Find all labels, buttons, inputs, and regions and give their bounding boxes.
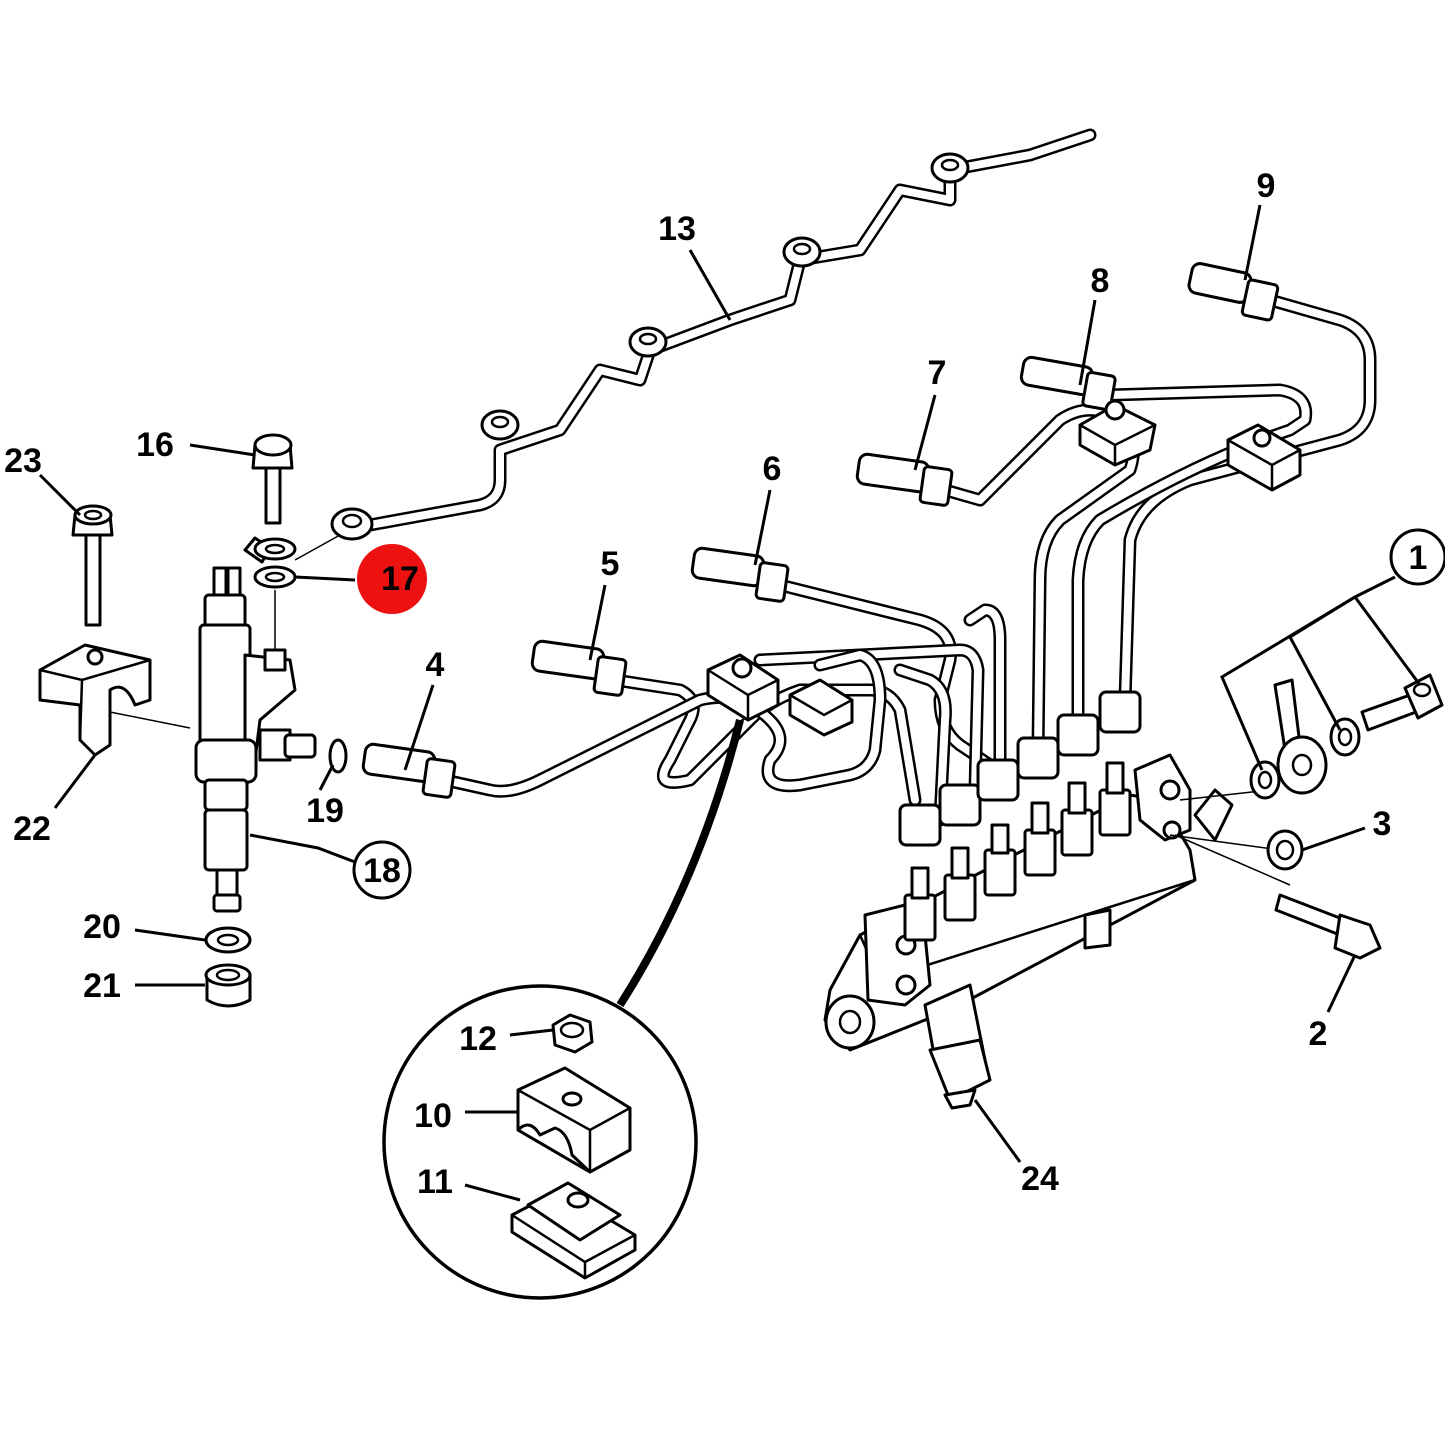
flange-bolt — [1274, 893, 1382, 960]
callout-1: 1 — [1409, 539, 1428, 577]
pipe-end-6 — [690, 546, 790, 603]
callout-9: 9 — [1257, 167, 1276, 205]
washer-small-right — [1249, 760, 1281, 800]
pipe-end-8 — [1019, 355, 1117, 412]
callout-10: 10 — [414, 1097, 452, 1135]
banjo-fitting-3 — [628, 326, 668, 358]
callout-2: 2 — [1309, 1015, 1328, 1053]
callout-8: 8 — [1091, 262, 1110, 300]
callout-16: 16 — [136, 426, 174, 464]
leader-lines — [38, 204, 1422, 1202]
clamp-bolt — [71, 504, 114, 627]
pipe-clamp-upper-mid — [1078, 399, 1157, 467]
injector-pipes — [361, 262, 1377, 827]
injector-sleeve — [204, 963, 252, 1008]
pipe-end-9 — [1187, 262, 1280, 322]
banjo-bolt — [1360, 673, 1444, 732]
callout-22: 22 — [13, 810, 51, 848]
injector-assembly — [38, 433, 348, 1008]
pipe-end-4 — [361, 742, 457, 799]
rail-studs — [903, 761, 1132, 942]
callout-5: 5 — [601, 545, 620, 583]
callout-11: 11 — [417, 1163, 453, 1201]
mounting-hardware-right — [1169, 673, 1444, 960]
banjo-fitting-4 — [782, 236, 822, 268]
fuel-distribution-rail — [823, 690, 1234, 1110]
banjo-fitting-2 — [480, 409, 520, 441]
callout-1-circle — [1389, 528, 1445, 586]
pipe-end-5 — [530, 639, 628, 697]
pipe-end-7 — [855, 452, 954, 507]
callout-23: 23 — [4, 442, 42, 480]
callout-17: 17 — [381, 560, 419, 598]
callout-21: 21 — [83, 967, 121, 1005]
banjo-bolt-16 — [251, 433, 294, 525]
clamp-detail-inset — [382, 719, 744, 1300]
o-ring — [328, 738, 348, 774]
sealing-washers — [243, 536, 297, 589]
banjo-fitting-5 — [930, 152, 970, 184]
pipe-clamp-lower-mid — [788, 678, 854, 737]
inset-nut — [551, 1013, 594, 1054]
flange-nut — [1266, 829, 1304, 871]
callout-3: 3 — [1373, 805, 1392, 843]
callout-4: 4 — [426, 646, 445, 684]
callout-labels: 1 2 3 4 5 6 7 8 9 10 11 12 13 16 17 18 1… — [4, 167, 1445, 1201]
banjo-bolt-fitting — [1273, 678, 1328, 795]
injector-body — [194, 566, 317, 913]
callout-24: 24 — [1021, 1160, 1059, 1198]
copper-washer — [204, 926, 252, 954]
pipe-nuts-on-rail — [898, 690, 1142, 847]
callout-20: 20 — [83, 908, 121, 946]
pipe-clamp-lower-left — [706, 653, 780, 722]
callout-17-highlight — [357, 544, 427, 614]
callout-18: 18 — [363, 852, 401, 890]
callout-12: 12 — [459, 1020, 497, 1058]
callout-19: 19 — [306, 792, 344, 830]
callout-13: 13 — [658, 210, 696, 248]
pipe-clamp-upper-right — [1226, 423, 1302, 492]
callout-7: 7 — [928, 354, 947, 392]
inset-clamp-upper — [516, 1066, 632, 1174]
banjo-fitting-1 — [330, 507, 374, 541]
callout-6: 6 — [763, 450, 782, 488]
injector-clamp — [38, 643, 152, 757]
inset-clamp-lower — [510, 1181, 637, 1280]
washer-large-right — [1329, 717, 1361, 757]
callout-18-circle — [352, 840, 412, 900]
leak-off-return-line — [330, 128, 1097, 541]
